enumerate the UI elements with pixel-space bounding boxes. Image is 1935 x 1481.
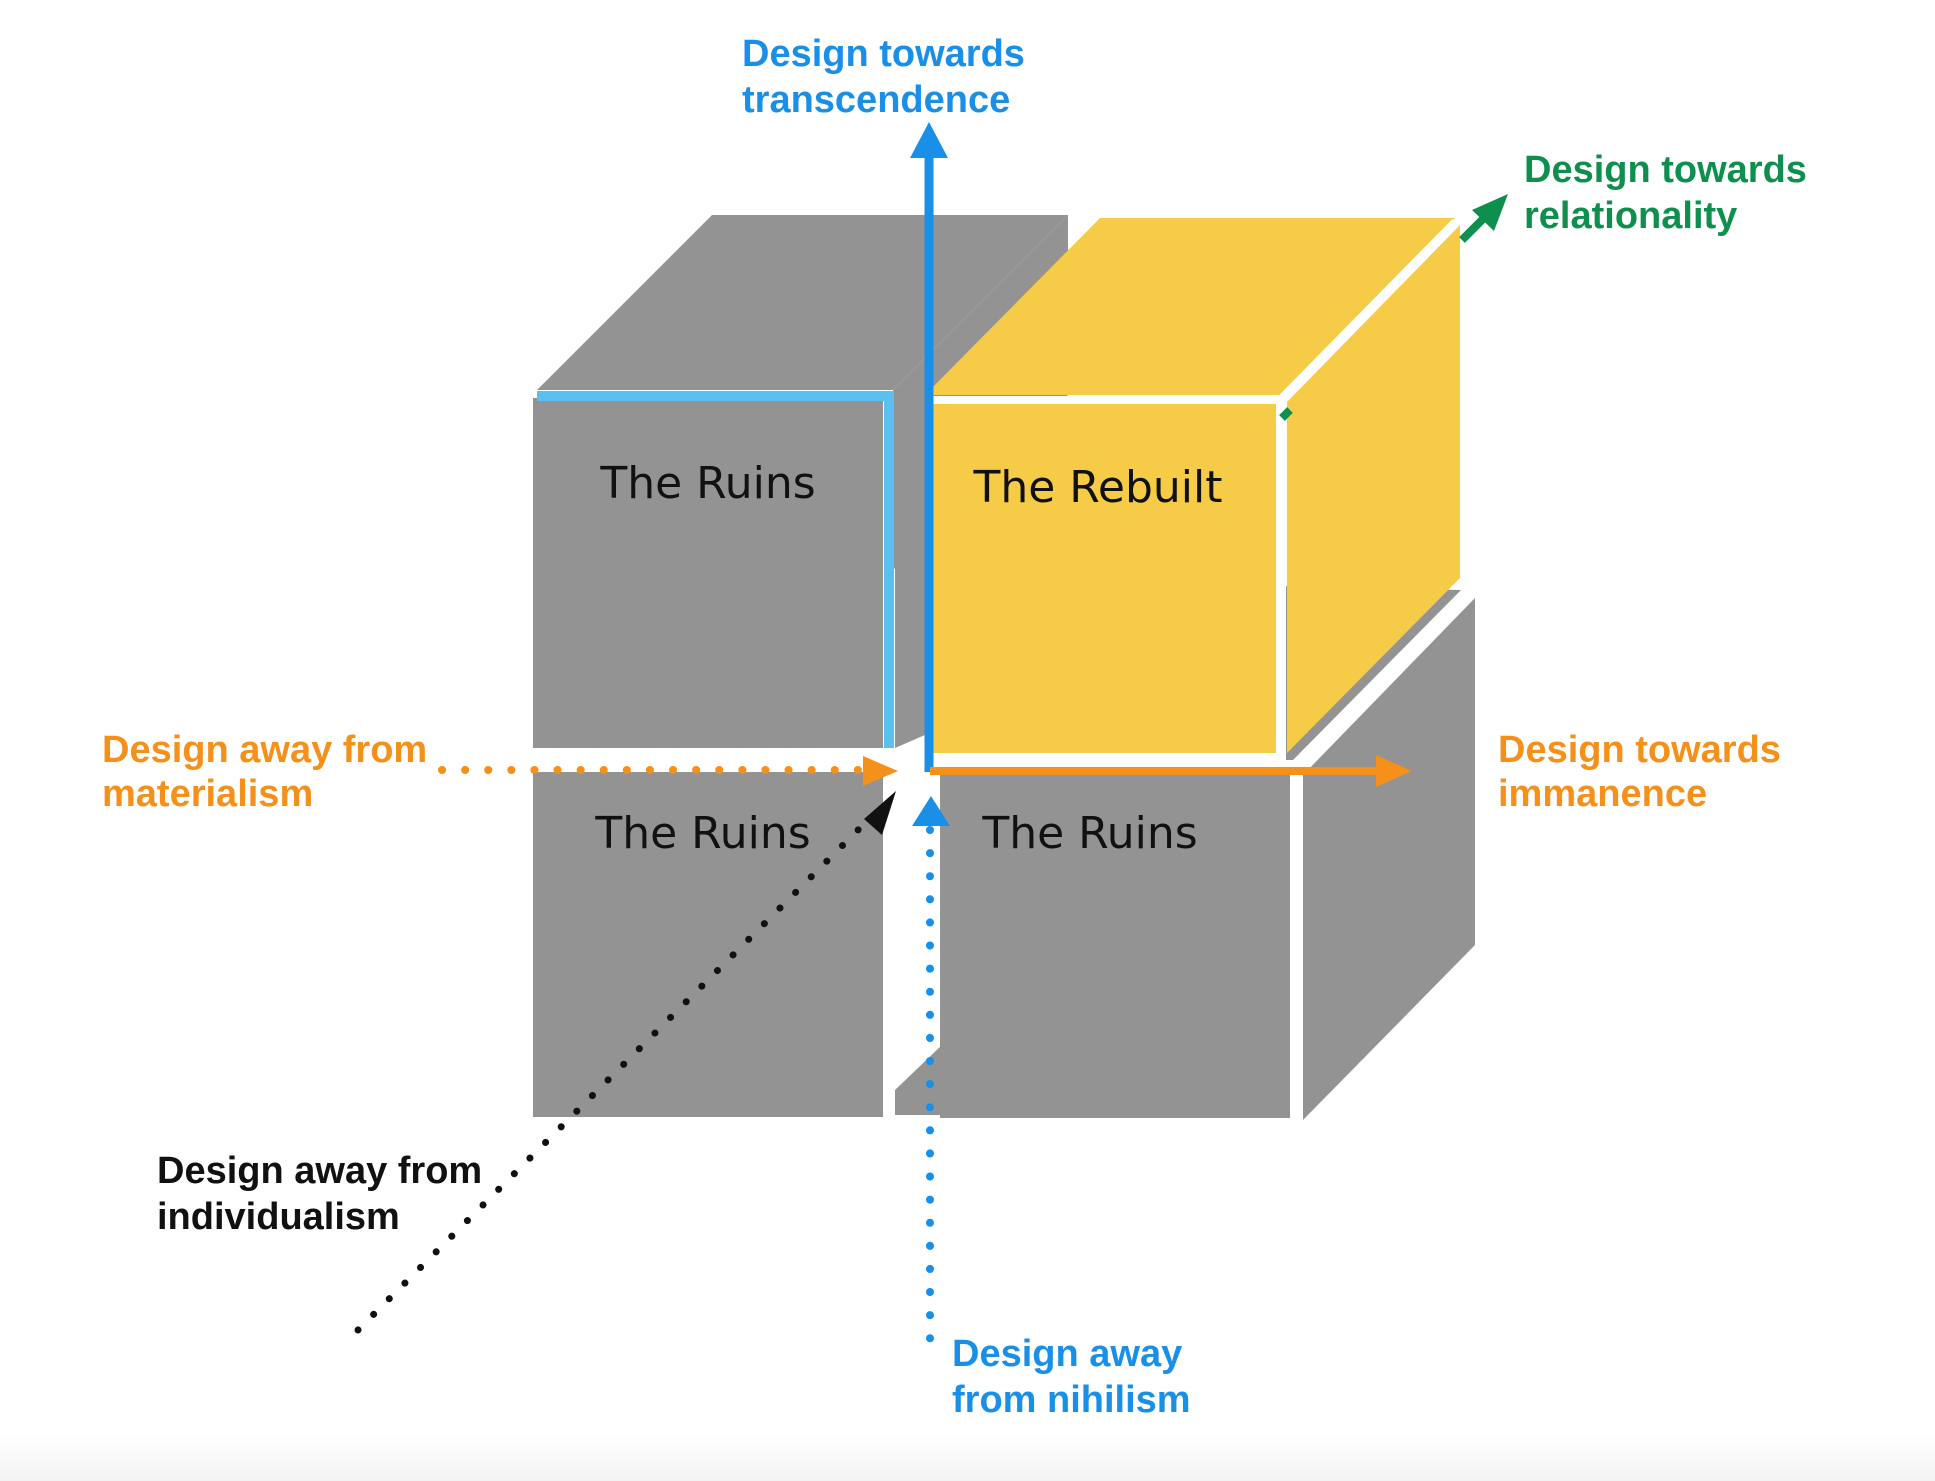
label-ruins-top-left: The Ruins — [599, 458, 815, 509]
axis-right-arrowhead — [1376, 755, 1412, 787]
ruins-top-left-front-face — [533, 398, 883, 748]
ruins-bottom-right-side-face — [1303, 598, 1475, 1120]
axis-label-back: Design towards relationality — [1524, 149, 1807, 237]
axis-down-arrowhead — [912, 796, 950, 826]
axis-label-right: Design towards immanence — [1498, 729, 1781, 815]
axis-front-arrowhead — [864, 791, 896, 835]
bottom-shadow-band — [0, 1435, 1935, 1481]
axis-label-back-line2: relationality — [1524, 195, 1737, 237]
axis-label-front: Design away from individualism — [157, 1150, 482, 1238]
axis-label-right-line2: immanence — [1498, 773, 1707, 815]
axis-label-up-line2: transcendence — [742, 79, 1010, 121]
ruins-top-left-highlight-edge — [537, 391, 894, 748]
rebuilt-top-face — [925, 218, 1455, 395]
axis-back-arrowhead — [1472, 194, 1508, 231]
ruins-top-left-top-face — [537, 215, 1068, 390]
rebuilt-side-face — [1287, 225, 1460, 753]
axis-left-arrowhead — [863, 756, 898, 786]
rebuilt-front-face — [933, 403, 1276, 753]
label-ruins-bottom-right: The Ruins — [981, 808, 1197, 859]
label-rebuilt: The Rebuilt — [972, 462, 1222, 513]
ruins-bottom-left-front-face — [533, 772, 883, 1117]
axis-label-down-line1: Design away — [952, 1333, 1182, 1375]
ruins-bottom-right-front-face — [940, 773, 1290, 1118]
axis-label-left-line2: materialism — [102, 773, 313, 815]
axis-label-back-line1: Design towards — [1524, 149, 1807, 191]
axis-label-up-line1: Design towards — [742, 33, 1025, 75]
axis-label-front-line1: Design away from — [157, 1150, 482, 1192]
label-ruins-bottom-left: The Ruins — [594, 808, 810, 859]
axis-up-arrowhead — [910, 122, 948, 158]
axis-label-up: Design towards transcendence — [742, 33, 1025, 121]
ruins-top-left-side-face — [895, 398, 925, 748]
axis-label-right-line1: Design towards — [1498, 729, 1781, 771]
axis-label-down-line2: from nihilism — [952, 1379, 1191, 1421]
axis-label-left-line1: Design away from — [102, 729, 427, 771]
axis-back-line-lower — [1279, 407, 1293, 421]
axis-label-left: Design away from materialism — [102, 729, 427, 815]
axis-label-down: Design away from nihilism — [952, 1333, 1191, 1421]
ruins-bottom-gap-strip — [895, 1045, 942, 1115]
axis-label-front-line2: individualism — [157, 1196, 400, 1238]
